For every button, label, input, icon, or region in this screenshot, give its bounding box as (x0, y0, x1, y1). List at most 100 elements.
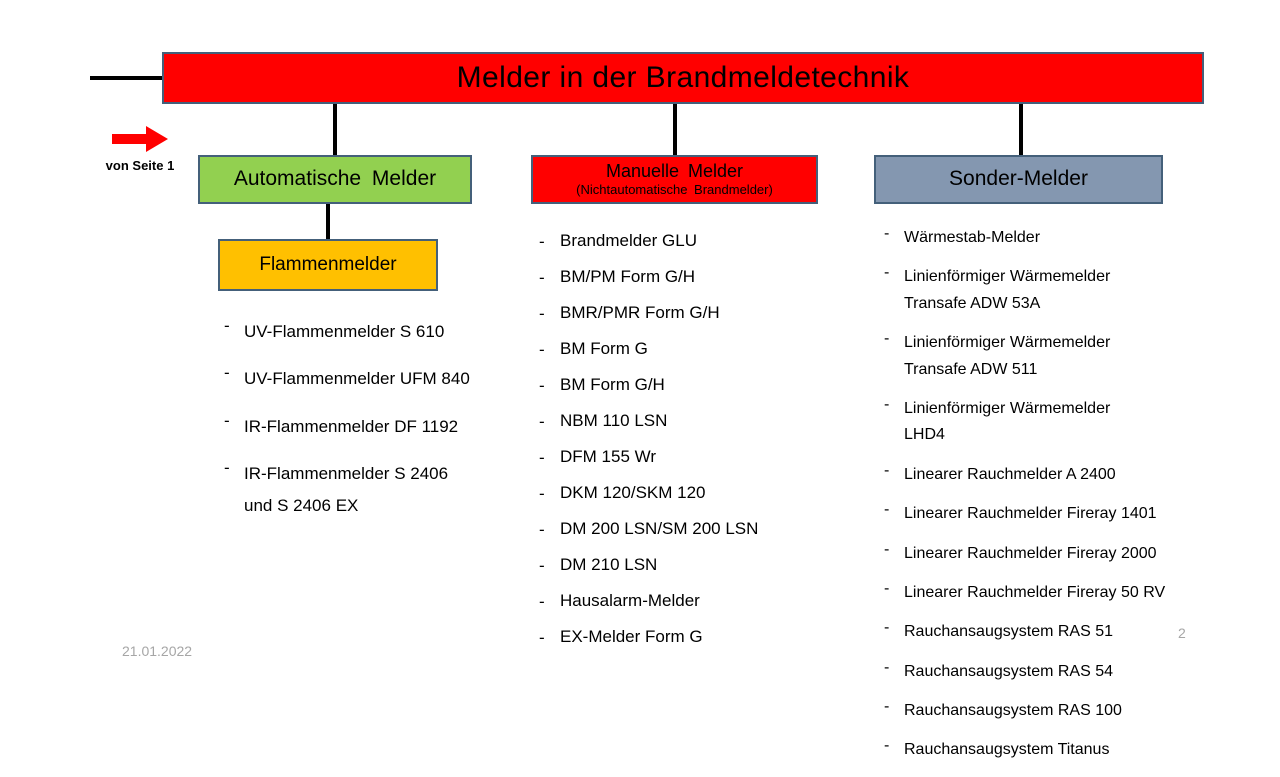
node-manuelle-melder: Manuelle Melder (Nichtautomatische Brand… (531, 155, 818, 204)
list-item: -Rauchansaugsystem RAS 51 (884, 619, 1194, 645)
list-item-bullet: - (224, 410, 230, 430)
node-automatische-melder-label: Automatische Melder (233, 167, 437, 191)
list-item-bullet: - (224, 458, 230, 478)
node-sonder-melder-label: Sonder-Melder (949, 167, 1088, 191)
list-item-bullet: - (884, 461, 890, 479)
list-item-label: DM 210 LSN (560, 555, 658, 574)
node-manuelle-melder-label: Manuelle Melder (605, 161, 744, 182)
list-item-label: Linienförmiger Wärmemelder LHD4 (904, 399, 1111, 444)
list-item: -Linearer Rauchmelder Fireray 1401 (884, 501, 1194, 527)
list-item: -Linearer Rauchmelder Fireray 2000 (884, 541, 1194, 567)
list-item-bullet: - (539, 484, 545, 503)
list-item-label: IR-Flammenmelder S 2406 und S 2406 EX (244, 464, 449, 515)
list-item-bullet: - (539, 340, 545, 359)
list-item-label: DM 200 LSN/SM 200 LSN (560, 519, 759, 538)
list-item: -DFM 155 Wr (539, 447, 829, 468)
list-item-label: UV-Flammenmelder S 610 (244, 322, 445, 341)
list-item-bullet: - (884, 264, 890, 282)
node-manuelle-melder-sublabel: (Nichtautomatische Brandmelder) (576, 181, 773, 197)
connector-title-to-automatic (333, 104, 337, 156)
title-box: Melder in der Brandmeldetechnik (162, 52, 1204, 104)
list-item-label: BM Form G (560, 339, 648, 358)
list-item: -UV-Flammenmelder S 610 (224, 316, 524, 347)
list-item: -BM/PM Form G/H (539, 267, 829, 288)
list-item-label: DKM 120/SKM 120 (560, 483, 706, 502)
page-title: Melder in der Brandmeldetechnik (456, 60, 910, 94)
connector-title-to-manual (673, 104, 677, 156)
list-item: -Linienförmiger Wärmemelder Transafe ADW… (884, 264, 1194, 317)
list-item-label: Hausalarm-Melder (560, 591, 700, 610)
list-item-bullet: - (539, 556, 545, 575)
list-item: -Brandmelder GLU (539, 231, 829, 252)
list-item: -Rauchansaugsystem RAS 100 (884, 698, 1194, 724)
list-item-bullet: - (539, 232, 545, 251)
list-item-label: BMR/PMR Form G/H (560, 303, 720, 322)
list-item-bullet: - (539, 304, 545, 323)
list-item-bullet: - (539, 448, 545, 467)
list-item-label: Linienförmiger Wärmemelder Transafe ADW … (904, 334, 1111, 378)
list-sonder-melder: -Wärmestab-Melder-Linienförmiger Wärmeme… (884, 225, 1194, 777)
list-item-bullet: - (539, 376, 545, 395)
node-flammenmelder: Flammenmelder (218, 239, 438, 291)
list-item-label: Linearer Rauchmelder A 2400 (904, 465, 1116, 483)
connector-title-to-special (1019, 104, 1023, 156)
list-item-label: Rauchansaugsystem RAS 54 (904, 662, 1113, 680)
slide-canvas: Melder in der Brandmeldetechnik von Seit… (88, 52, 1204, 759)
list-item: -EX-Melder Form G (539, 627, 829, 648)
list-item-label: BM/PM Form G/H (560, 267, 696, 286)
list-item-label: Wärmestab-Melder (904, 229, 1041, 246)
list-item: -Hausalarm-Melder (539, 591, 829, 612)
connector-automatic-to-flame (326, 204, 330, 241)
list-item: -Rauchansaugsystem RAS 54 (884, 659, 1194, 685)
red-right-arrow-icon (88, 122, 192, 156)
list-item-label: BM Form G/H (560, 375, 665, 394)
list-item-label: Linienförmiger Wärmemelder Transafe ADW … (904, 268, 1111, 312)
list-item-bullet: - (539, 268, 545, 287)
list-item: -DM 200 LSN/SM 200 LSN (539, 519, 829, 540)
list-item-label: EX-Melder Form G (560, 627, 703, 646)
list-item: -Linearer Rauchmelder A 2400 (884, 462, 1194, 488)
list-item: - UV-Flammenmelder UFM 840 (224, 363, 524, 394)
node-automatische-melder: Automatische Melder (198, 155, 472, 204)
list-item-bullet: - (884, 737, 890, 755)
list-item-label: DFM 155 Wr (560, 447, 657, 466)
list-item-label: Linearer Rauchmelder Fireray 1401 (904, 505, 1157, 523)
list-manuelle-melder: -Brandmelder GLU-BM/PM Form G/H-BMR/PMR … (539, 231, 829, 664)
list-flammenmelder: -UV-Flammenmelder S 610- UV-Flammenmelde… (224, 316, 524, 537)
list-item-bullet: - (884, 619, 890, 637)
list-item-bullet: - (884, 579, 890, 597)
date-stamp: 21.01.2022 (122, 643, 193, 659)
list-item-bullet: - (539, 520, 545, 539)
list-item-label: NBM 110 LSN (560, 411, 668, 430)
from-page-marker: von Seite 1 (88, 122, 192, 173)
list-item-bullet: - (884, 225, 890, 242)
list-item: -Linearer Rauchmelder Fireray 50 RV (884, 580, 1194, 606)
page-number: 2 (1178, 625, 1186, 641)
list-item-bullet: - (884, 658, 890, 676)
connector-incoming-from-page (90, 76, 164, 80)
list-item-bullet: - (884, 330, 890, 348)
list-item-label: Rauchansaugsystem RAS 51 (904, 623, 1113, 641)
list-item-bullet: - (884, 540, 890, 558)
list-item-bullet: - (884, 698, 890, 716)
from-page-caption: von Seite 1 (105, 158, 175, 173)
list-item-label: Rauchansaugsystem RAS 100 (904, 702, 1122, 720)
list-item: -Linienförmiger Wärmemelder LHD4 (884, 396, 1194, 449)
list-item-bullet: - (884, 395, 890, 413)
node-sonder-melder: Sonder-Melder (874, 155, 1163, 204)
list-item: -DM 210 LSN (539, 555, 829, 576)
list-item: -IR-Flammenmelder DF 1192 (224, 411, 524, 442)
list-item: -BM Form G/H (539, 375, 829, 396)
list-item: -DKM 120/SKM 120 (539, 483, 829, 504)
list-item: -BMR/PMR Form G/H (539, 303, 829, 324)
list-item: -NBM 110 LSN (539, 411, 829, 432)
list-item: -Rauchansaugsystem Titanus (884, 737, 1194, 763)
list-item-label: Linearer Rauchmelder Fireray 2000 (904, 544, 1157, 562)
list-item-label: IR-Flammenmelder DF 1192 (244, 416, 459, 436)
list-item-label: Rauchansaugsystem Titanus (904, 741, 1110, 759)
list-item-label: Linearer Rauchmelder Fireray 50 RV (904, 583, 1166, 601)
list-item-label: UV-Flammenmelder UFM 840 (244, 369, 470, 389)
list-item-bullet: - (539, 592, 545, 611)
list-item-bullet: - (539, 628, 545, 647)
list-item-label: Brandmelder GLU (560, 231, 698, 250)
